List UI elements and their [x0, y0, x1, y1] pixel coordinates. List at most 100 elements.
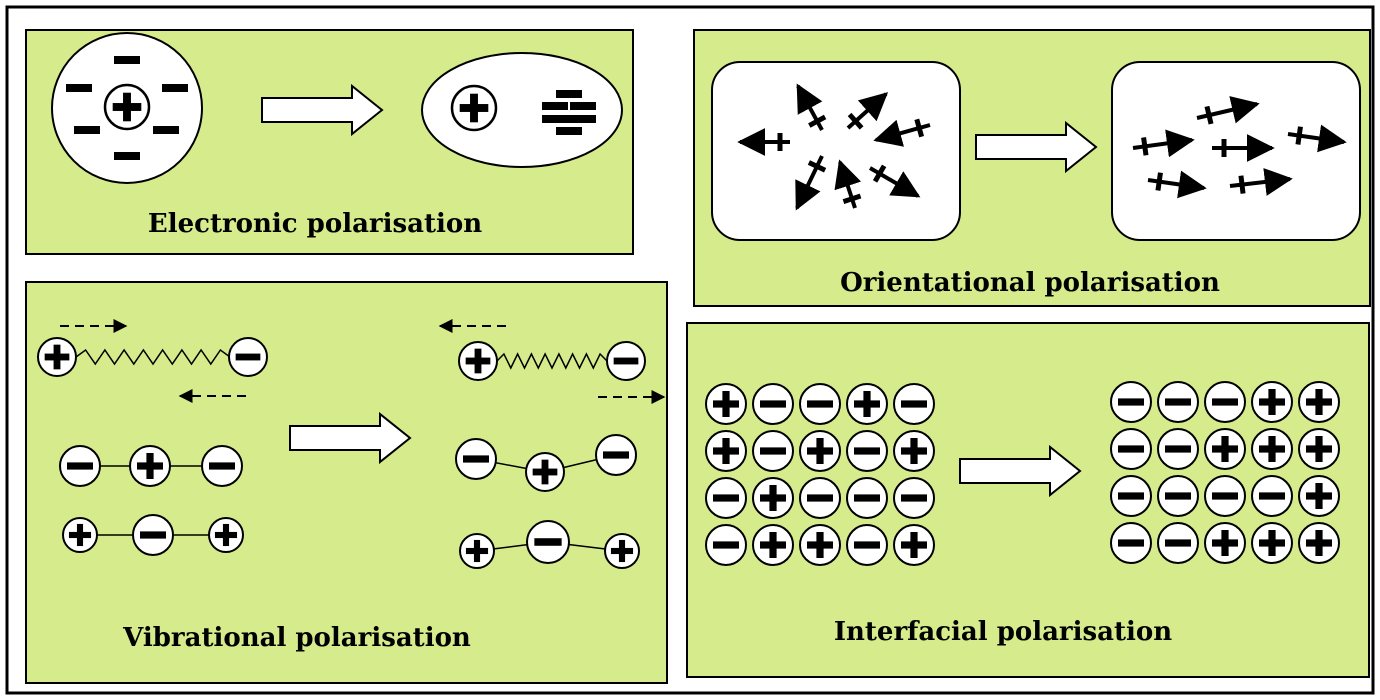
dipole-arrow: [873, 118, 931, 147]
negative-ion: [846, 524, 888, 566]
panel-vibrational: Vibrational polarisation: [25, 281, 668, 684]
positive-ion: [846, 383, 888, 425]
negative-ion: [1157, 522, 1199, 564]
positive-ion: [1204, 522, 1246, 564]
positive-ion: [1298, 381, 1340, 423]
charge-bar: [542, 102, 568, 110]
charge-bar: [1212, 398, 1238, 406]
positive-ion: [62, 517, 98, 553]
charge-bar: [123, 92, 131, 122]
positive-ion: [1251, 522, 1293, 564]
positive-ion: [129, 445, 171, 487]
charge-bar: [570, 115, 596, 123]
dipole-tick: [914, 118, 925, 138]
positive-ion: [1298, 522, 1340, 564]
positive-ion: [37, 337, 77, 377]
charge-bar: [910, 532, 918, 558]
positive-ion: [525, 452, 565, 492]
shifted-nucleus: [450, 84, 498, 132]
dipole-arrow: [737, 128, 790, 156]
positive-ion: [1298, 428, 1340, 470]
charge-bar: [473, 539, 481, 563]
charge-bar: [769, 485, 777, 511]
dipole-arrow: [834, 159, 862, 209]
charge-bar: [1221, 530, 1229, 556]
positive-ion: [604, 533, 640, 569]
dipole-arrow: [796, 83, 827, 131]
charge-bar: [722, 438, 730, 464]
charge-bar: [910, 438, 918, 464]
negative-ion: [1157, 475, 1199, 517]
charge-bar: [556, 127, 582, 135]
charge-bar: [1212, 492, 1238, 500]
dipole-arrow: [1132, 129, 1195, 158]
polarised-atom: [421, 52, 623, 168]
negative-ion: [132, 514, 174, 556]
charge-bar: [1118, 398, 1144, 406]
negative-ion: [526, 520, 570, 564]
positive-ion: [450, 84, 498, 132]
aligned-dipoles: [1132, 96, 1347, 199]
vibrational-molecules: [37, 319, 666, 569]
charge-bar: [541, 459, 549, 485]
random-dipoles-box: [711, 61, 961, 241]
charge-bar: [713, 494, 739, 502]
negative-ion: [228, 337, 268, 377]
negative-ion: [893, 477, 935, 519]
panel-orientational: Orientational polarisation: [693, 29, 1371, 307]
charge-bar: [66, 84, 92, 92]
charge-bar: [854, 494, 880, 502]
charge-bar: [1118, 492, 1144, 500]
shifted-electron-cloud: [542, 90, 596, 135]
charge-bar: [1165, 445, 1191, 453]
negative-ion: [752, 430, 794, 472]
dipole-tick: [842, 193, 862, 204]
charge-bar: [534, 538, 562, 546]
electron-cloud: [66, 56, 188, 160]
negative-ion: [1110, 475, 1152, 517]
charge-bar: [474, 348, 482, 374]
dipole-tick: [1204, 105, 1214, 125]
negative-ion: [595, 434, 637, 476]
dipole-tick: [1141, 137, 1149, 156]
charge-bar: [74, 126, 100, 134]
charge-bar: [901, 494, 927, 502]
dipole-tick: [1155, 172, 1163, 191]
charge-bar: [603, 451, 629, 459]
panel-interfacial: Interfacial polarisation: [686, 322, 1370, 678]
negative-ion: [1204, 381, 1246, 423]
charge-bar: [209, 462, 235, 470]
positive-ion: [1204, 428, 1246, 470]
charge-bar: [1315, 436, 1323, 462]
charge-bar: [153, 126, 179, 134]
negative-ion: [1157, 428, 1199, 470]
charge-bar: [1315, 389, 1323, 415]
dipole-tick: [808, 114, 827, 128]
charge-bar: [863, 391, 871, 417]
positive-ion: [893, 524, 935, 566]
charge-bar: [162, 84, 188, 92]
charge-bar: [613, 357, 639, 365]
negative-ion: [799, 477, 841, 519]
charge-bar: [760, 447, 786, 455]
positive-ion: [893, 430, 935, 472]
positive-ion: [103, 83, 151, 131]
charge-bar: [807, 400, 833, 408]
charge-bar: [556, 90, 582, 98]
negative-ion: [1157, 381, 1199, 423]
charge-bar: [1165, 492, 1191, 500]
positive-ion: [799, 430, 841, 472]
electronic-caption: Electronic polarisation: [148, 209, 482, 239]
panel-electronic: Electronic polarisation: [25, 29, 634, 255]
charge-bar: [1268, 436, 1276, 462]
positive-ion: [752, 477, 794, 519]
dipole-arrow: [1287, 124, 1347, 153]
charge-bar: [235, 353, 261, 361]
positive-ion: [799, 524, 841, 566]
positive-ion: [705, 430, 747, 472]
charge-bar: [1165, 539, 1191, 547]
positive-ion: [458, 341, 498, 381]
dipole-arrow: [1212, 134, 1275, 162]
dipole-arrow: [868, 164, 921, 198]
charge-bar: [1118, 445, 1144, 453]
